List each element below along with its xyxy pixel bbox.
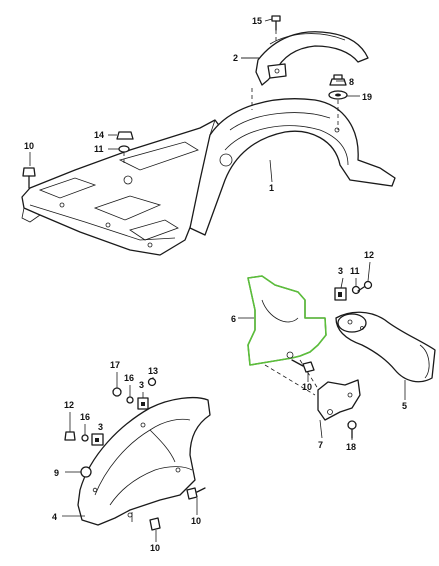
screw-icon: [357, 280, 373, 292]
callout-6: 6: [231, 314, 236, 324]
callout-11: 11: [94, 144, 104, 154]
screw-icon: [112, 387, 122, 397]
screw-icon: [64, 431, 76, 441]
callout-3: 3: [98, 422, 103, 432]
washer-icon: [118, 145, 130, 153]
callout-4: 4: [52, 512, 57, 522]
callout-10: 10: [24, 141, 34, 151]
lower-liner: [77, 397, 211, 526]
callout-9: 9: [54, 468, 59, 478]
washer-icon: [126, 396, 134, 404]
screw-icon: [347, 420, 357, 439]
highlight-outline: [247, 275, 327, 366]
callout-3: 3: [338, 266, 343, 276]
assembly-line: [264, 364, 316, 396]
callout-14: 14: [94, 130, 104, 140]
screw-icon: [271, 15, 281, 31]
nut-icon: [80, 466, 92, 478]
callout-5: 5: [402, 401, 407, 411]
washer-icon: [328, 90, 348, 100]
callout-12: 12: [364, 250, 374, 260]
leader-lines: [29, 18, 406, 542]
callout-7: 7: [318, 440, 323, 450]
nut-icon: [116, 131, 134, 140]
callout-13: 13: [148, 366, 158, 376]
clip-icon: [334, 287, 347, 301]
callout-10: 10: [150, 543, 160, 553]
callout-15: 15: [252, 16, 262, 26]
callout-16: 16: [124, 373, 134, 383]
callout-1: 1: [269, 183, 274, 193]
callout-2: 2: [233, 53, 238, 63]
callout-10: 10: [302, 382, 312, 392]
callout-12: 12: [64, 400, 74, 410]
bolt-icon: [291, 359, 315, 373]
screw-icon: [147, 377, 157, 387]
wheel-housing: [189, 98, 396, 236]
highlighted-panel: [247, 275, 327, 366]
bolt-icon: [149, 517, 161, 531]
assembly-line: [299, 359, 321, 393]
callout-19: 19: [362, 92, 372, 102]
bolt-icon: [186, 487, 206, 500]
air-duct: [335, 311, 436, 383]
washer-icon: [81, 434, 89, 442]
callout-3: 3: [139, 380, 144, 390]
mounting-bracket: [317, 379, 361, 421]
callout-11: 11: [350, 266, 360, 276]
bolt-icon: [22, 167, 36, 189]
callout-10: 10: [191, 516, 201, 526]
callout-18: 18: [346, 442, 356, 452]
callout-17: 17: [110, 360, 120, 370]
clip-icon: [91, 433, 104, 446]
callout-8: 8: [349, 77, 354, 87]
nut-icon: [329, 74, 347, 86]
clip-icon: [137, 397, 149, 410]
callout-16: 16: [80, 412, 90, 422]
callout-labels: 15 2 8 19 14 11 10 1 3 11 12 6 10 5 7 18…: [24, 16, 407, 553]
